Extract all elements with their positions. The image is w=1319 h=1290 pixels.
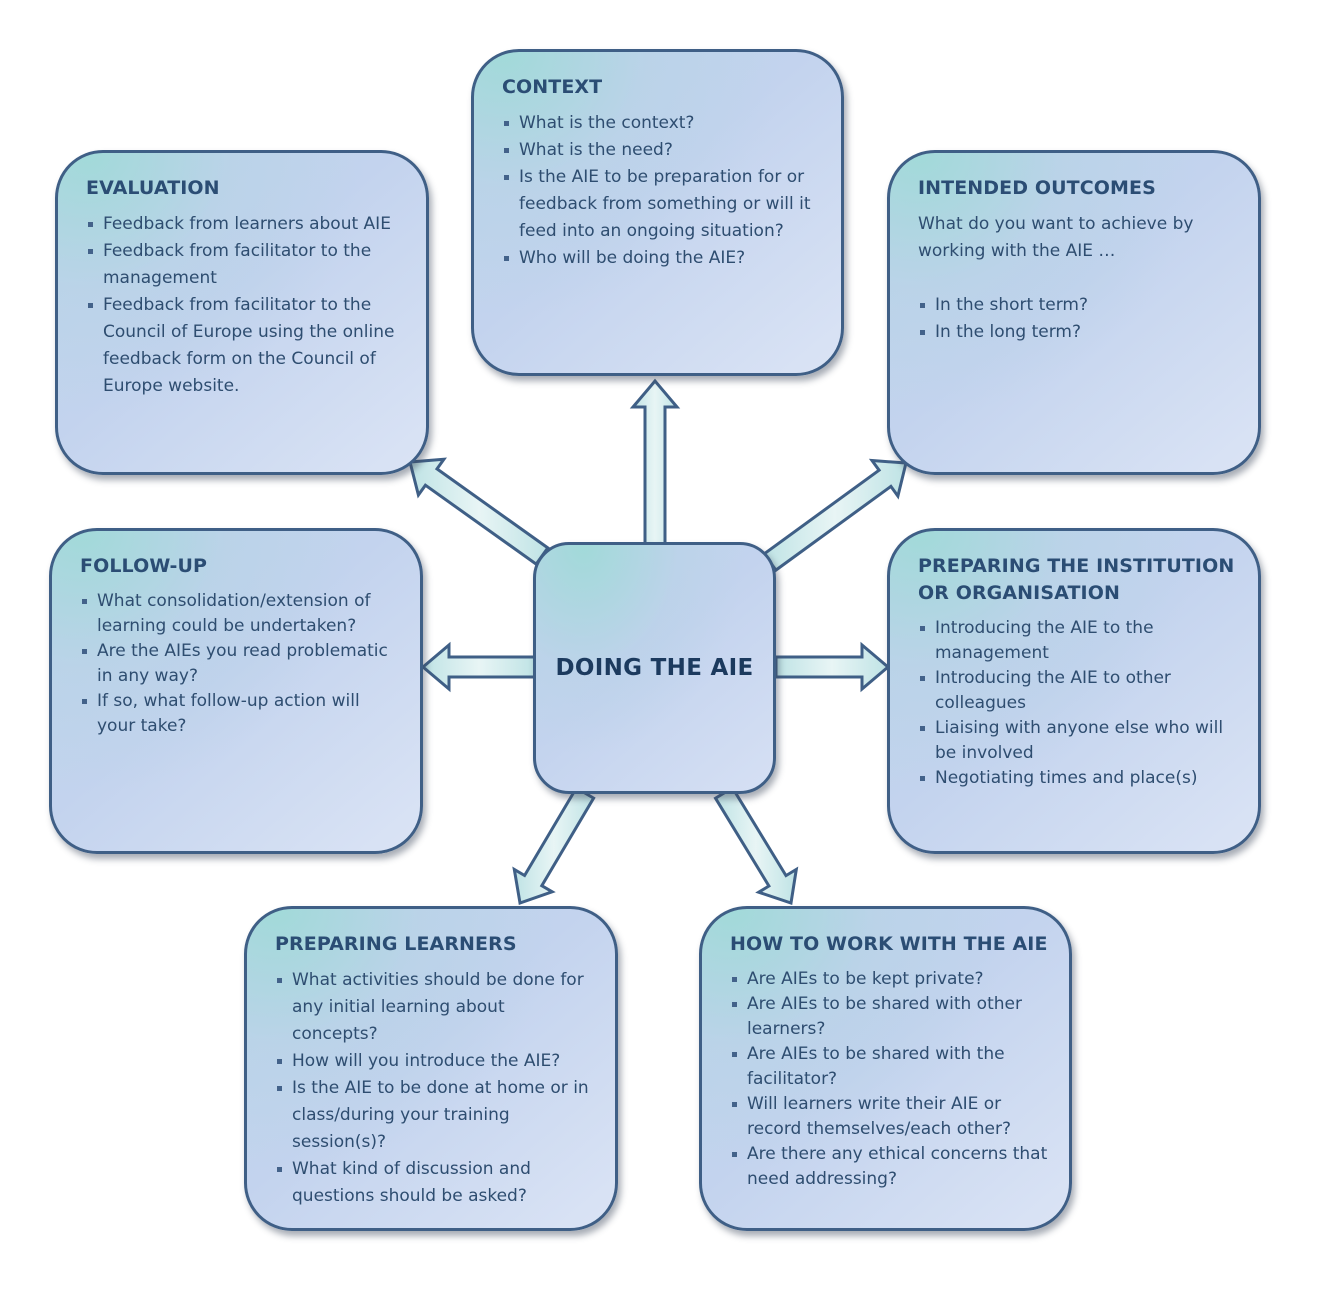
list-item: What kind of discussion and questions sh…	[275, 1156, 595, 1210]
list-item: What is the need?	[502, 137, 821, 164]
list-item: Are there any ethical concerns that need…	[730, 1142, 1049, 1192]
how-to-work-list: Are AIEs to be kept private? Are AIEs to…	[730, 967, 1049, 1192]
preparing-learners-title: PREPARING LEARNERS	[275, 933, 517, 955]
center-box: DOING THE AIE	[533, 542, 776, 794]
intended-outcomes-list: In the short term? In the long term?	[918, 292, 1238, 346]
list-item: Are AIEs to be kept private?	[730, 967, 1049, 992]
follow-up-list: What consolidation/extension of learning…	[80, 589, 400, 739]
arrow-to-follow-up	[420, 641, 537, 693]
list-item: Feedback from learners about AIE	[86, 211, 406, 238]
intended-outcomes-intro: What do you want to achieve by working w…	[918, 214, 1194, 261]
center-title: DOING THE AIE	[555, 655, 754, 681]
follow-up-box: FOLLOW-UP What consolidation/extension o…	[49, 528, 423, 854]
list-item: Will learners write their AIE or record …	[730, 1092, 1049, 1142]
arrow-to-evaluation	[408, 457, 550, 567]
evaluation-list: Feedback from learners about AIE Feedbac…	[86, 211, 406, 400]
arrow-to-preparing-learners	[512, 785, 596, 905]
list-item: Feedback from facilitator to the Council…	[86, 292, 406, 400]
arrow-to-preparing-institution	[774, 641, 891, 693]
list-item: Are AIEs to be shared with other learner…	[730, 992, 1049, 1042]
intended-outcomes-title: INTENDED OUTCOMES	[918, 177, 1156, 199]
list-item: Is the AIE to be preparation for or feed…	[502, 164, 821, 245]
arrow-to-how-to-work	[713, 785, 799, 905]
intended-outcomes-box: INTENDED OUTCOMES What do you want to ac…	[887, 150, 1261, 475]
context-title: CONTEXT	[502, 76, 603, 98]
evaluation-box: EVALUATION Feedback from learners about …	[55, 150, 429, 475]
arrow-to-context	[629, 378, 681, 547]
follow-up-title: FOLLOW-UP	[80, 555, 208, 577]
evaluation-title: EVALUATION	[86, 177, 220, 199]
list-item: In the short term?	[918, 292, 1238, 319]
list-item: In the long term?	[918, 319, 1238, 346]
how-to-work-box: HOW TO WORK WITH THE AIE Are AIEs to be …	[699, 906, 1072, 1231]
preparing-learners-list: What activities should be done for any i…	[275, 967, 595, 1210]
arrow-to-intended-outcomes	[762, 458, 908, 573]
list-item: Introducing the AIE to other colleagues	[918, 666, 1238, 716]
list-item: How will you introduce the AIE?	[275, 1048, 595, 1075]
list-item: Introducing the AIE to the management	[918, 616, 1238, 666]
how-to-work-title: HOW TO WORK WITH THE AIE	[730, 933, 1048, 955]
context-list: What is the context? What is the need? I…	[502, 110, 821, 272]
preparing-institution-title: PREPARING THE INSTITUTION OR ORGANISATIO…	[918, 555, 1235, 604]
list-item: Liaising with anyone else who will be in…	[918, 716, 1238, 766]
list-item: Are AIEs to be shared with the facilitat…	[730, 1042, 1049, 1092]
list-item: Negotiating times and place(s)	[918, 766, 1238, 791]
preparing-institution-box: PREPARING THE INSTITUTION OR ORGANISATIO…	[887, 528, 1261, 854]
list-item: Feedback from facilitator to the managem…	[86, 238, 406, 292]
preparing-learners-box: PREPARING LEARNERS What activities shoul…	[244, 906, 618, 1231]
list-item: If so, what follow-up action will your t…	[80, 689, 400, 739]
list-item: Is the AIE to be done at home or in clas…	[275, 1075, 595, 1156]
list-item: What is the context?	[502, 110, 821, 137]
list-item: Who will be doing the AIE?	[502, 245, 821, 272]
preparing-institution-list: Introducing the AIE to the management In…	[918, 616, 1238, 791]
list-item: Are the AIEs you read problematic in any…	[80, 639, 400, 689]
list-item: What consolidation/extension of learning…	[80, 589, 400, 639]
context-box: CONTEXT What is the context? What is the…	[471, 49, 844, 376]
list-item: What activities should be done for any i…	[275, 967, 595, 1048]
